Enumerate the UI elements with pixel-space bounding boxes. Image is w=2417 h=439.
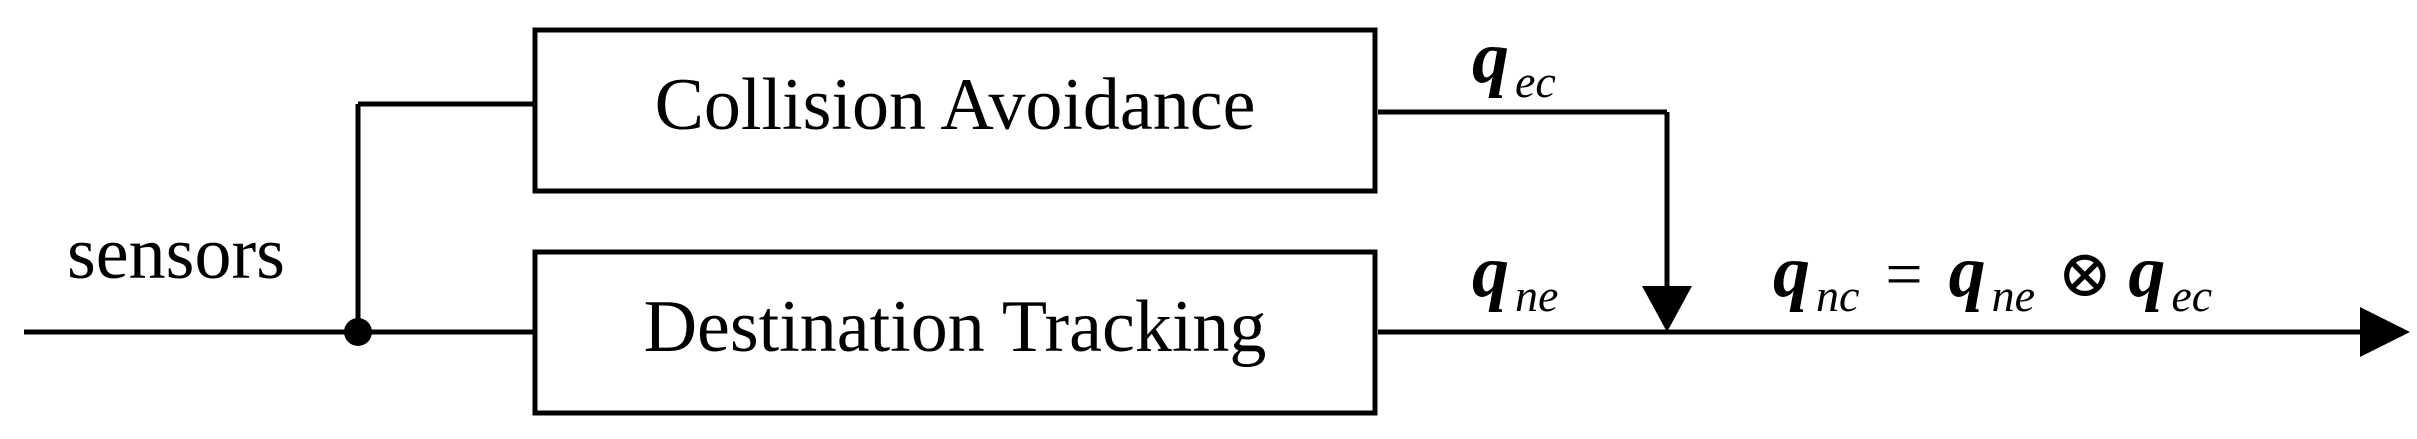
equation-tensor-operator: ⊗: [2057, 238, 2112, 311]
collision-avoidance-label: Collision Avoidance: [655, 64, 1256, 146]
equation-right-symbol: q: [2128, 231, 2165, 313]
q-ec-subscript: ec: [1515, 56, 1556, 107]
equation-middle-symbol: q: [1949, 231, 1986, 313]
collision-down-arrowhead: [1642, 286, 1692, 332]
q-ec-symbol: q: [1472, 17, 1509, 99]
equation-left-subscript: nc: [1816, 270, 1859, 321]
equation-right-subscript: ec: [2171, 270, 2212, 321]
output-arrowhead: [2360, 307, 2410, 357]
output-equation: q nc = q ne ⊗ q ec: [1773, 231, 2212, 321]
sensors-label: sensors: [67, 213, 285, 295]
q-ec-label: q ec: [1472, 17, 1556, 107]
destination-tracking-label: Destination Tracking: [644, 286, 1267, 368]
q-ne-subscript: ne: [1515, 270, 1558, 321]
equation-left-symbol: q: [1773, 231, 1810, 313]
destination-tracking-block: [532, 249, 1378, 416]
collision-avoidance-block: [532, 27, 1378, 194]
branch-junction-dot: [344, 318, 372, 346]
equation-equals-sign: =: [1885, 238, 1922, 311]
q-ne-label: q ne: [1472, 231, 1558, 321]
equation-middle-subscript: ne: [1992, 270, 2035, 321]
q-ne-symbol: q: [1472, 231, 1509, 313]
